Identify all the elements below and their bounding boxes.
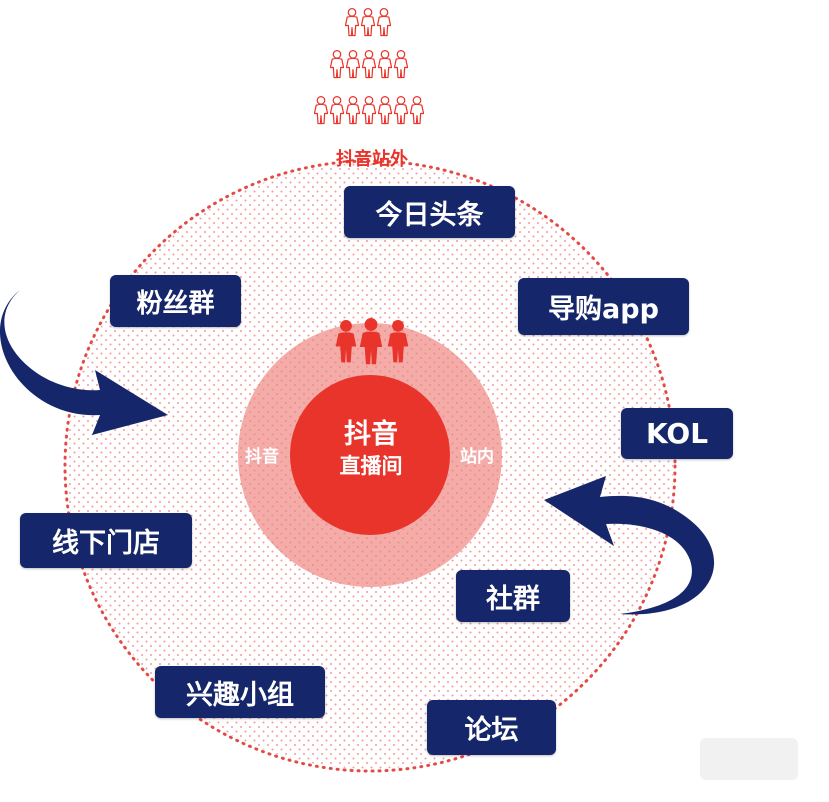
channel-toutiao[interactable]: 今日头条 [344,186,515,238]
curved-arrow-icon-right [544,476,715,615]
channel-shopping-app[interactable]: 导购app [518,278,689,335]
curved-arrow-icon-left [0,290,168,435]
channel-interest-group[interactable]: 兴趣小组 [155,666,325,718]
channel-fans-group[interactable]: 粉丝群 [110,275,241,327]
inner-ring-right-label: 站内 [460,447,494,467]
channel-kol[interactable]: KOL [621,408,733,459]
outer-platform-label: 抖音站外 [336,149,408,170]
center-title-line2: 直播间 [339,454,403,478]
three-people-icon [335,318,409,365]
center-title: 抖音 直播间 [300,418,442,480]
channel-offline-store[interactable]: 线下门店 [20,513,192,568]
channel-forum[interactable]: 论坛 [427,700,556,755]
outer-circle-border [63,159,677,773]
center-title-line1: 抖音 [344,419,398,450]
people-pyramid-icon [314,7,424,125]
inner-ring-left-label: 抖音 [245,447,279,467]
center-circle [290,375,450,535]
blurred-watermark [700,738,798,780]
channel-community[interactable]: 社群 [456,570,570,622]
